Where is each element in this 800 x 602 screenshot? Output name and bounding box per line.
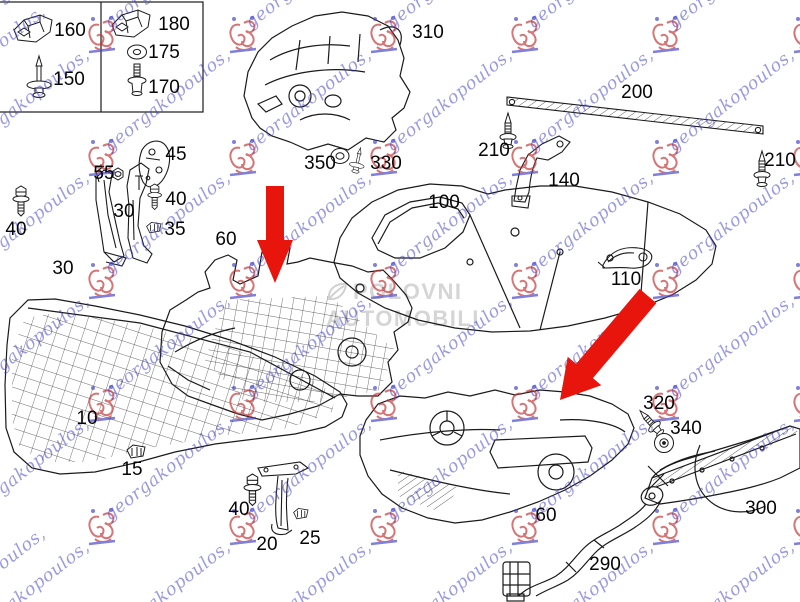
part-label-60-front: 60	[215, 229, 237, 250]
part-350-grommet	[330, 148, 350, 164]
part-label-170: 170	[148, 77, 180, 98]
part-290-duct	[502, 486, 664, 602]
part-label-60-rear: 60	[535, 505, 557, 526]
part-label-30-right: 30	[113, 201, 135, 222]
part-60-rear-cover	[359, 389, 635, 524]
part-label-15: 15	[121, 459, 143, 480]
part-label-110: 110	[610, 269, 642, 290]
part-label-20: 20	[256, 534, 278, 555]
part-label-310: 310	[412, 22, 444, 43]
part-label-210-right: 210	[764, 150, 796, 171]
part-label-180: 180	[158, 14, 190, 35]
part-10-cover	[4, 298, 348, 475]
part-label-200: 200	[621, 82, 653, 103]
part-label-350: 350	[304, 153, 336, 174]
part-label-40-left: 40	[5, 219, 27, 240]
part-100-cover	[333, 183, 717, 333]
part-label-290: 290	[589, 554, 621, 575]
part-110-bracket	[597, 247, 653, 269]
part-340-washer	[654, 433, 674, 453]
part-310-cover	[243, 11, 411, 151]
part-label-35: 35	[164, 219, 186, 240]
part-label-45: 45	[165, 144, 187, 165]
part-label-40-right: 40	[165, 189, 187, 210]
part-label-150: 150	[53, 69, 85, 90]
part-20-bracket	[257, 461, 310, 536]
part-label-140: 140	[548, 170, 580, 191]
red-arrow-rear-cover	[560, 288, 657, 400]
part-label-160: 160	[54, 20, 86, 41]
part-label-25: 25	[299, 528, 321, 549]
part-label-210-left: 210	[478, 140, 510, 161]
part-label-340: 340	[670, 418, 702, 439]
part-300-sill	[644, 425, 800, 513]
red-arrow-front-cover	[257, 186, 293, 283]
part-200-bar	[506, 96, 764, 135]
part-30-bracket-right	[126, 162, 153, 264]
part-140-bracket	[511, 135, 571, 209]
part-label-30-left: 30	[52, 258, 74, 279]
part-label-175: 175	[148, 42, 180, 63]
part-label-100: 100	[428, 192, 460, 213]
part-label-300: 300	[745, 498, 777, 519]
